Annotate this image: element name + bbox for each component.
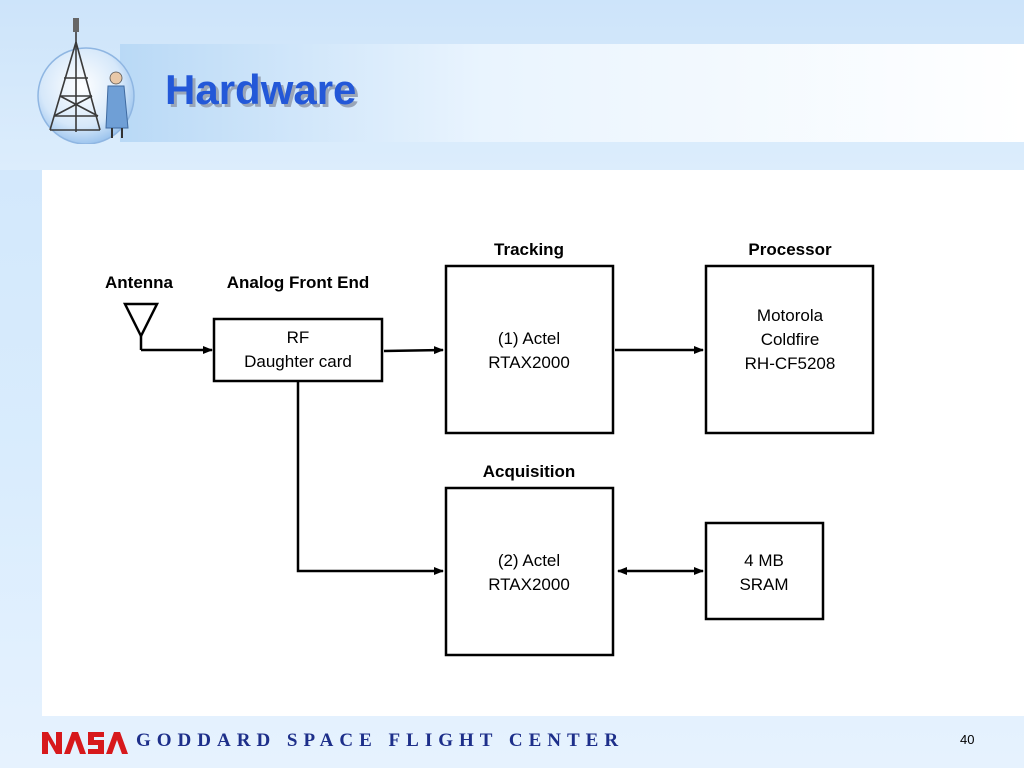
content-area: Antenna Analog Front End Tracking Proces… — [42, 170, 1024, 716]
sram-line-1: 4 MB — [744, 551, 784, 570]
acquisition-fpga-box — [444, 486, 615, 657]
footer: GODDARD SPACE FLIGHT CENTER 40 — [0, 716, 1024, 768]
processor-box — [704, 264, 875, 435]
processor-label: Processor — [748, 240, 832, 259]
tracking-fpga-line-2: RTAX2000 — [488, 353, 570, 372]
antenna-label: Antenna — [105, 273, 174, 292]
antenna-icon — [122, 302, 160, 350]
center-name: GODDARD SPACE FLIGHT CENTER — [136, 730, 625, 751]
acquisition-fpga-line-1: (2) Actel — [498, 551, 560, 570]
processor-line-3: RH-CF5208 — [745, 354, 836, 373]
goddard-logo — [37, 18, 135, 144]
tracking-fpga-line-1: (1) Actel — [498, 329, 560, 348]
acquisition-label: Acquisition — [483, 462, 576, 481]
page-number: 40 — [960, 732, 975, 747]
slide-title: Hardware — [165, 66, 357, 113]
processor-line-1: Motorola — [757, 306, 824, 325]
rf-to-acquisition-connector — [296, 382, 444, 575]
sram-box — [704, 521, 825, 621]
rf-box-line-1: RF — [287, 328, 310, 347]
rf-daughter-card-box — [212, 317, 384, 383]
rf-to-tracking-connector — [383, 346, 444, 355]
tracking-fpga-box — [444, 264, 615, 435]
nasa-logo — [42, 732, 128, 754]
rf-box-line-2: Daughter card — [244, 352, 352, 371]
acquisition-fpga-line-2: RTAX2000 — [488, 575, 570, 594]
processor-line-2: Coldfire — [761, 330, 820, 349]
analog-front-end-label: Analog Front End — [227, 273, 370, 292]
tracking-label: Tracking — [494, 240, 564, 259]
sram-line-2: SRAM — [739, 575, 788, 594]
block-diagram: Antenna Analog Front End Tracking Proces… — [105, 240, 875, 657]
title-strip — [120, 44, 1024, 142]
